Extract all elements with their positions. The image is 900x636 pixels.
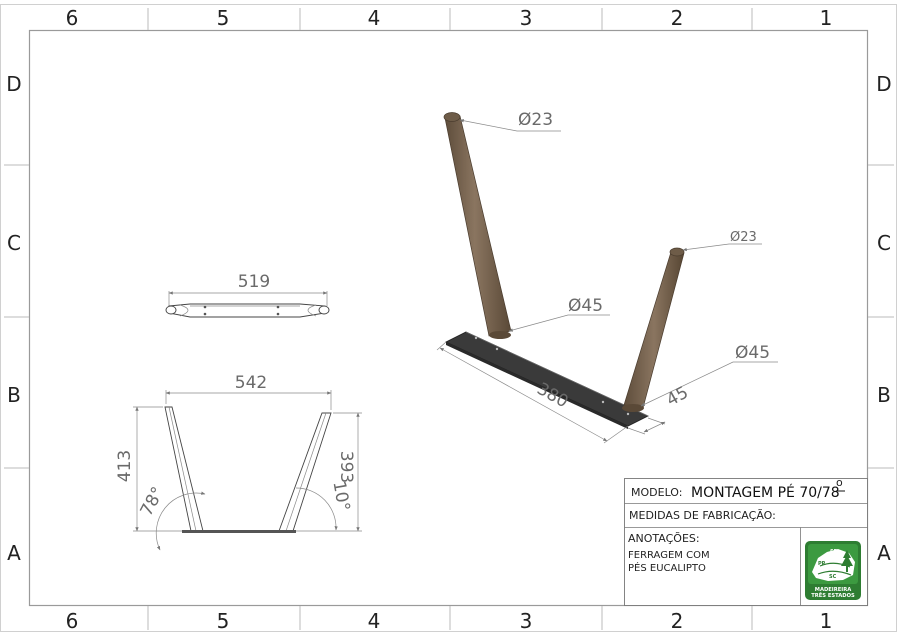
front-view-right-angle: 10° bbox=[328, 480, 353, 513]
notes-label: ANOTAÇÕES: bbox=[628, 532, 700, 545]
row-label-left-b: B bbox=[7, 383, 21, 407]
notes-line-2: PÉS EUCALIPTO bbox=[628, 561, 706, 574]
front-view: 542 413 393 78° 10° bbox=[115, 373, 362, 551]
iso-left-leg bbox=[444, 115, 512, 337]
row-label-left-a: A bbox=[7, 541, 21, 565]
col-label-top-3: 3 bbox=[520, 6, 533, 30]
col-label-bottom-3: 3 bbox=[520, 609, 533, 633]
row-label-left-c: C bbox=[7, 231, 21, 255]
col-label-bottom-5: 5 bbox=[217, 609, 230, 633]
col-label-bottom-1: 1 bbox=[820, 609, 833, 633]
top-view: 519 bbox=[165, 272, 330, 318]
front-view-width-dim: 542 bbox=[235, 373, 267, 393]
top-view-width-dim: 519 bbox=[238, 272, 270, 292]
model-degree-mark: o bbox=[836, 476, 843, 489]
title-block: MODELO: MONTAGEM PÉ 70/78 o MEDIDAS DE F… bbox=[624, 476, 868, 606]
company-logo: SP PR SC MADEIREIRA TRÊS ESTADOS bbox=[805, 541, 861, 600]
outer-frame bbox=[0, 4, 897, 632]
row-label-left-d: D bbox=[6, 72, 21, 96]
iso-left-top-dia: Ø23 bbox=[518, 110, 553, 130]
col-label-top-5: 5 bbox=[217, 6, 230, 30]
col-label-top-4: 4 bbox=[368, 6, 381, 30]
logo-line-1: MADEIREIRA bbox=[815, 587, 851, 593]
logo-state-sc: SC bbox=[829, 574, 837, 580]
row-label-right-a: A bbox=[877, 541, 891, 565]
col-label-bottom-4: 4 bbox=[368, 609, 381, 633]
row-label-right-b: B bbox=[877, 383, 891, 407]
logo-state-pr: PR bbox=[818, 561, 826, 567]
zone-ticks bbox=[4, 8, 894, 630]
front-view-left-angle: 78° bbox=[137, 484, 169, 520]
model-label: MODELO: bbox=[631, 486, 682, 499]
iso-base-plate bbox=[445, 331, 649, 427]
model-value: MONTAGEM PÉ 70/78 bbox=[691, 484, 840, 501]
iso-view: Ø23 Ø23 Ø45 Ø45 380 45 bbox=[436, 110, 778, 444]
col-label-bottom-6: 6 bbox=[66, 609, 79, 633]
iso-left-base-dia: Ø45 bbox=[568, 296, 603, 316]
col-label-top-2: 2 bbox=[671, 6, 684, 30]
front-view-right-height-dim: 393 bbox=[336, 451, 356, 483]
iso-right-top-dia: Ø23 bbox=[730, 230, 757, 245]
iso-right-base-dia: Ø45 bbox=[735, 343, 770, 363]
notes-line-1: FERRAGEM COM bbox=[628, 550, 710, 561]
front-view-left-height-dim: 413 bbox=[115, 450, 135, 482]
measures-label: MEDIDAS DE FABRICAÇÃO: bbox=[629, 509, 776, 522]
iso-plate-width: 45 bbox=[663, 383, 692, 411]
col-label-top-1: 1 bbox=[820, 6, 833, 30]
iso-right-leg bbox=[623, 251, 685, 409]
col-label-top-6: 6 bbox=[66, 6, 79, 30]
row-label-right-c: C bbox=[877, 231, 891, 255]
logo-state-sp: SP bbox=[830, 549, 838, 555]
inner-border bbox=[28, 29, 869, 607]
col-label-bottom-2: 2 bbox=[671, 609, 684, 633]
row-label-right-d: D bbox=[876, 72, 891, 96]
logo-line-2: TRÊS ESTADOS bbox=[811, 591, 855, 599]
